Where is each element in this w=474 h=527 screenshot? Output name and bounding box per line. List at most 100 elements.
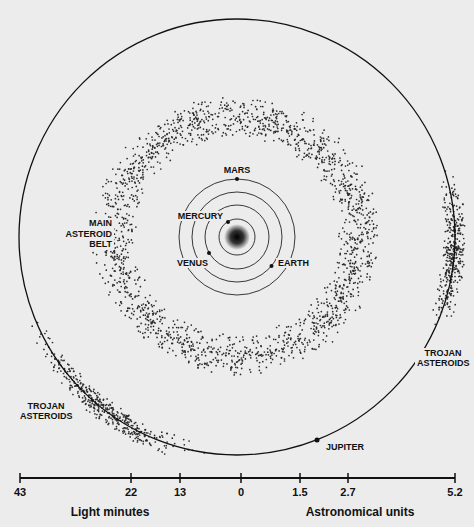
asteroid-dot bbox=[373, 228, 375, 230]
asteroid-dot bbox=[194, 122, 196, 124]
asteroid-dot bbox=[110, 181, 112, 183]
asteroid-dot bbox=[123, 224, 125, 226]
asteroid-dot bbox=[361, 231, 363, 233]
asteroid-dot bbox=[256, 108, 258, 110]
asteroid-dot bbox=[172, 343, 174, 345]
asteroid-dot bbox=[372, 213, 374, 215]
asteroid-dot bbox=[367, 266, 369, 268]
asteroid-dot bbox=[148, 307, 150, 309]
asteroid-dot bbox=[172, 327, 174, 329]
asteroid-dot bbox=[355, 309, 357, 311]
asteroid-dot bbox=[138, 277, 140, 279]
asteroid-dot bbox=[364, 192, 366, 194]
asteroid-dot bbox=[320, 147, 322, 149]
asteroid-dot bbox=[310, 328, 312, 330]
asteroid-dot bbox=[135, 195, 137, 197]
asteroid-dot bbox=[246, 126, 248, 128]
asteroid-dot bbox=[316, 155, 318, 157]
asteroid-dot bbox=[332, 341, 334, 343]
asteroid-dot bbox=[284, 115, 286, 117]
asteroid-dot bbox=[188, 440, 190, 442]
asteroid-dot bbox=[112, 267, 114, 269]
asteroid-dot bbox=[296, 122, 298, 124]
asteroid-dot bbox=[227, 104, 229, 106]
asteroid-dot bbox=[226, 102, 228, 104]
asteroid-dot bbox=[372, 193, 374, 195]
asteroid-dot bbox=[235, 336, 237, 338]
asteroid-dot bbox=[230, 368, 232, 370]
asteroid-dot bbox=[192, 345, 194, 347]
asteroid-dot bbox=[365, 228, 367, 230]
asteroid-dot bbox=[162, 343, 164, 345]
asteroid-dot bbox=[209, 129, 211, 131]
asteroid-dot bbox=[323, 332, 325, 334]
asteroid-dot bbox=[132, 198, 134, 200]
asteroid-dot bbox=[156, 133, 158, 135]
asteroid-dot bbox=[166, 152, 168, 154]
asteroid-dot bbox=[237, 367, 239, 369]
asteroid-dot bbox=[175, 129, 177, 131]
asteroid-dot bbox=[340, 300, 342, 302]
asteroid-dot bbox=[343, 309, 345, 311]
asteroid-dot bbox=[343, 244, 345, 246]
asteroid-dot bbox=[221, 359, 223, 361]
asteroid-dot bbox=[238, 360, 240, 362]
asteroid-dot bbox=[138, 170, 140, 172]
asteroid-dot bbox=[126, 291, 128, 293]
asteroid-dot bbox=[257, 351, 259, 353]
asteroid-dot bbox=[224, 104, 226, 106]
asteroid-dot bbox=[364, 217, 366, 219]
asteroid-dot bbox=[345, 319, 347, 321]
asteroid-dot bbox=[215, 365, 217, 367]
asteroid-dot bbox=[334, 161, 336, 163]
asteroid-dot bbox=[343, 183, 345, 185]
asteroid-dot bbox=[325, 314, 327, 316]
asteroid-dot bbox=[228, 350, 230, 352]
asteroid-dot bbox=[110, 199, 112, 201]
asteroid-dot bbox=[149, 153, 151, 155]
asteroid-dot bbox=[139, 434, 141, 436]
asteroid-dot bbox=[342, 288, 344, 290]
asteroid-dot bbox=[362, 234, 364, 236]
asteroid-dot bbox=[126, 158, 128, 160]
asteroid-dot bbox=[143, 337, 145, 339]
asteroid-dot bbox=[241, 368, 243, 370]
asteroid-dot bbox=[356, 173, 358, 175]
asteroid-dot bbox=[348, 201, 350, 203]
asteroid-dot bbox=[340, 190, 342, 192]
asteroid-dot bbox=[264, 101, 266, 103]
asteroid-dot bbox=[156, 144, 158, 146]
asteroid-dot bbox=[131, 228, 133, 230]
asteroid-dot bbox=[341, 181, 343, 183]
asteroid-dot bbox=[215, 131, 217, 133]
asteroid-dot bbox=[127, 415, 129, 417]
asteroid-dot bbox=[194, 127, 196, 129]
asteroid-dot bbox=[139, 276, 141, 278]
asteroid-dot bbox=[319, 315, 321, 317]
asteroid-dot bbox=[362, 209, 364, 211]
asteroid-dot bbox=[294, 342, 296, 344]
asteroid-dot bbox=[344, 199, 346, 201]
asteroid-dot bbox=[349, 198, 351, 200]
asteroid-dot bbox=[147, 157, 149, 159]
asteroid-dot bbox=[313, 322, 315, 324]
asteroid-dot bbox=[268, 129, 270, 131]
asteroid-dot bbox=[337, 331, 339, 333]
asteroid-dot bbox=[218, 129, 220, 131]
asteroid-dot bbox=[234, 119, 236, 121]
asteroid-dot bbox=[173, 122, 175, 124]
asteroid-dot bbox=[368, 256, 370, 258]
asteroid-dot bbox=[256, 335, 258, 337]
asteroid-dot bbox=[164, 341, 166, 343]
asteroid-dot bbox=[339, 254, 341, 256]
asteroid-dot bbox=[276, 327, 278, 329]
asteroid-dot bbox=[370, 211, 372, 213]
asteroid-dot bbox=[359, 194, 361, 196]
asteroid-dot bbox=[156, 337, 158, 339]
asteroid-dot bbox=[350, 262, 352, 264]
asteroid-dot bbox=[257, 99, 259, 101]
asteroid-dot bbox=[302, 159, 304, 161]
asteroid-dot bbox=[343, 173, 345, 175]
asteroid-dot bbox=[319, 149, 321, 151]
asteroid-dot bbox=[308, 143, 310, 145]
